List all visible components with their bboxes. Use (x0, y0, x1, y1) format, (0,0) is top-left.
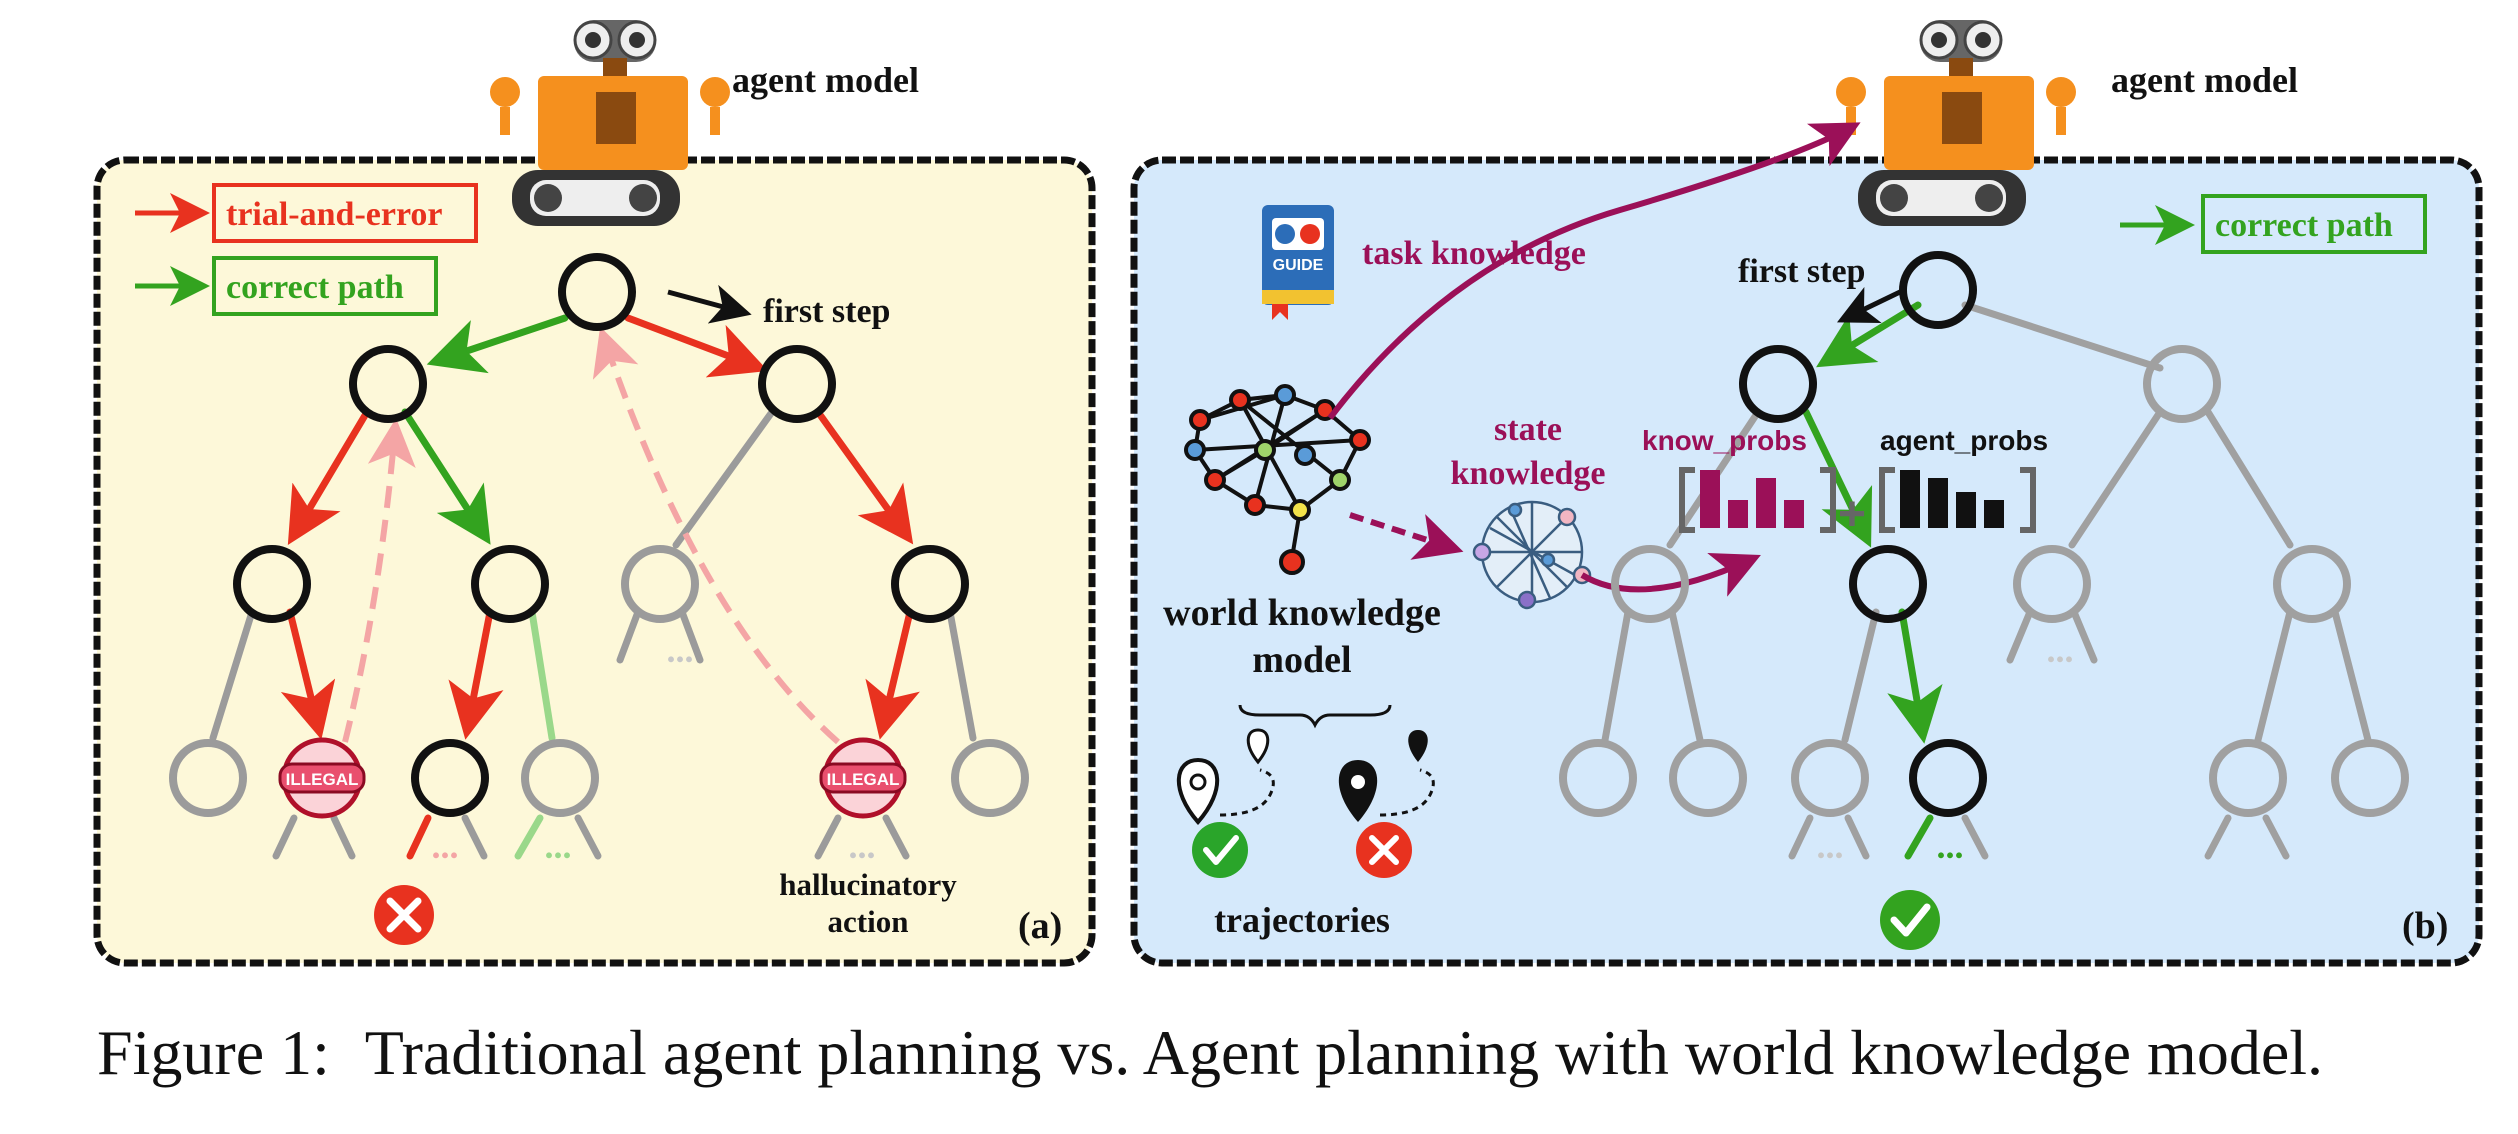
backtrack-arrows-a (342, 326, 840, 745)
caption-label: Figure 1: (97, 1017, 330, 1088)
trajectory-icon-correct-path (1338, 730, 1435, 878)
tree-edges-a (209, 314, 977, 860)
state-knowledge-label-line2: knowledge (1451, 455, 1606, 492)
panel-a-tag: (a) (1018, 905, 1062, 947)
guide-book-icon: GUIDE (1262, 205, 1334, 320)
svg-text:ILLEGAL: ILLEGAL (827, 770, 900, 789)
trajectories-label: trajectories (1214, 900, 1390, 940)
state-knowledge-label-line1: state (1494, 411, 1562, 448)
world-knowledge-model-icon (1184, 384, 1371, 575)
success-check-icon (1880, 890, 1940, 950)
legend-correct-label: correct path (226, 269, 404, 306)
know-probs-label: know_probs (1642, 425, 1807, 456)
plus-sign: + (1838, 488, 1866, 541)
caption-text: Traditional agent planning vs. Agent pla… (365, 1017, 2323, 1088)
task-knowledge-arrow (1327, 122, 1861, 420)
agent-probs-bars (1879, 467, 2036, 533)
failure-x-icon (374, 885, 434, 945)
ellipsis-a1: ... (667, 630, 694, 670)
illegal-badge-1: ILLEGAL (278, 737, 366, 819)
agent-probs-label: agent_probs (1880, 425, 2048, 456)
trajectory-brace (1238, 704, 1392, 729)
tree-nodes-a (169, 253, 1029, 817)
task-knowledge-label: task knowledge (1362, 235, 1586, 272)
tree-nodes-b (1559, 251, 2409, 817)
panel-a-legend: trial-and-error correct path (135, 183, 478, 316)
know-probs-bars (1679, 467, 1836, 533)
panel-b-tag: (b) (2402, 905, 2448, 947)
figure-caption: Figure 1: Traditional agent planning vs.… (97, 1017, 2323, 1088)
agent-model-label-b: agent model (2111, 60, 2298, 100)
hallucinatory-label-line2: action (828, 904, 909, 939)
legend-correct-label-b: correct path (2215, 207, 2393, 244)
illegal-badge-2: ILLEGAL (819, 737, 907, 819)
first-step-label-a: first step (763, 293, 890, 330)
ellipsis-a3: ... (545, 826, 572, 866)
ellipsis-b2: ... (1817, 826, 1844, 866)
ellipsis-b3: ... (1937, 826, 1964, 866)
ellipsis-b1: ... (2047, 630, 2074, 670)
ellipsis-a4: ... (849, 826, 876, 866)
ellipsis-a2: ... (432, 826, 459, 866)
agent-model-label-a: agent model (732, 60, 919, 100)
svg-text:GUIDE: GUIDE (1273, 257, 1324, 274)
robot-icon-a (490, 20, 730, 226)
wkm-label-line2: model (1252, 639, 1351, 681)
svg-text:ILLEGAL: ILLEGAL (286, 770, 359, 789)
legend-trial-label: trial-and-error (226, 196, 443, 233)
state-knowledge-sphere-icon (1472, 500, 1592, 610)
wkm-label-line1: world knowledge (1163, 592, 1441, 634)
panel-b: agent model correct path GUIDE task know… (1130, 20, 2483, 967)
hallucinatory-label-line1: hallucinatory (779, 867, 957, 902)
first-step-label-b: first step (1738, 253, 1865, 290)
panel-a: trial-and-error correct path agent model (93, 20, 1096, 967)
trajectory-icon-failed-path (1176, 728, 1275, 878)
